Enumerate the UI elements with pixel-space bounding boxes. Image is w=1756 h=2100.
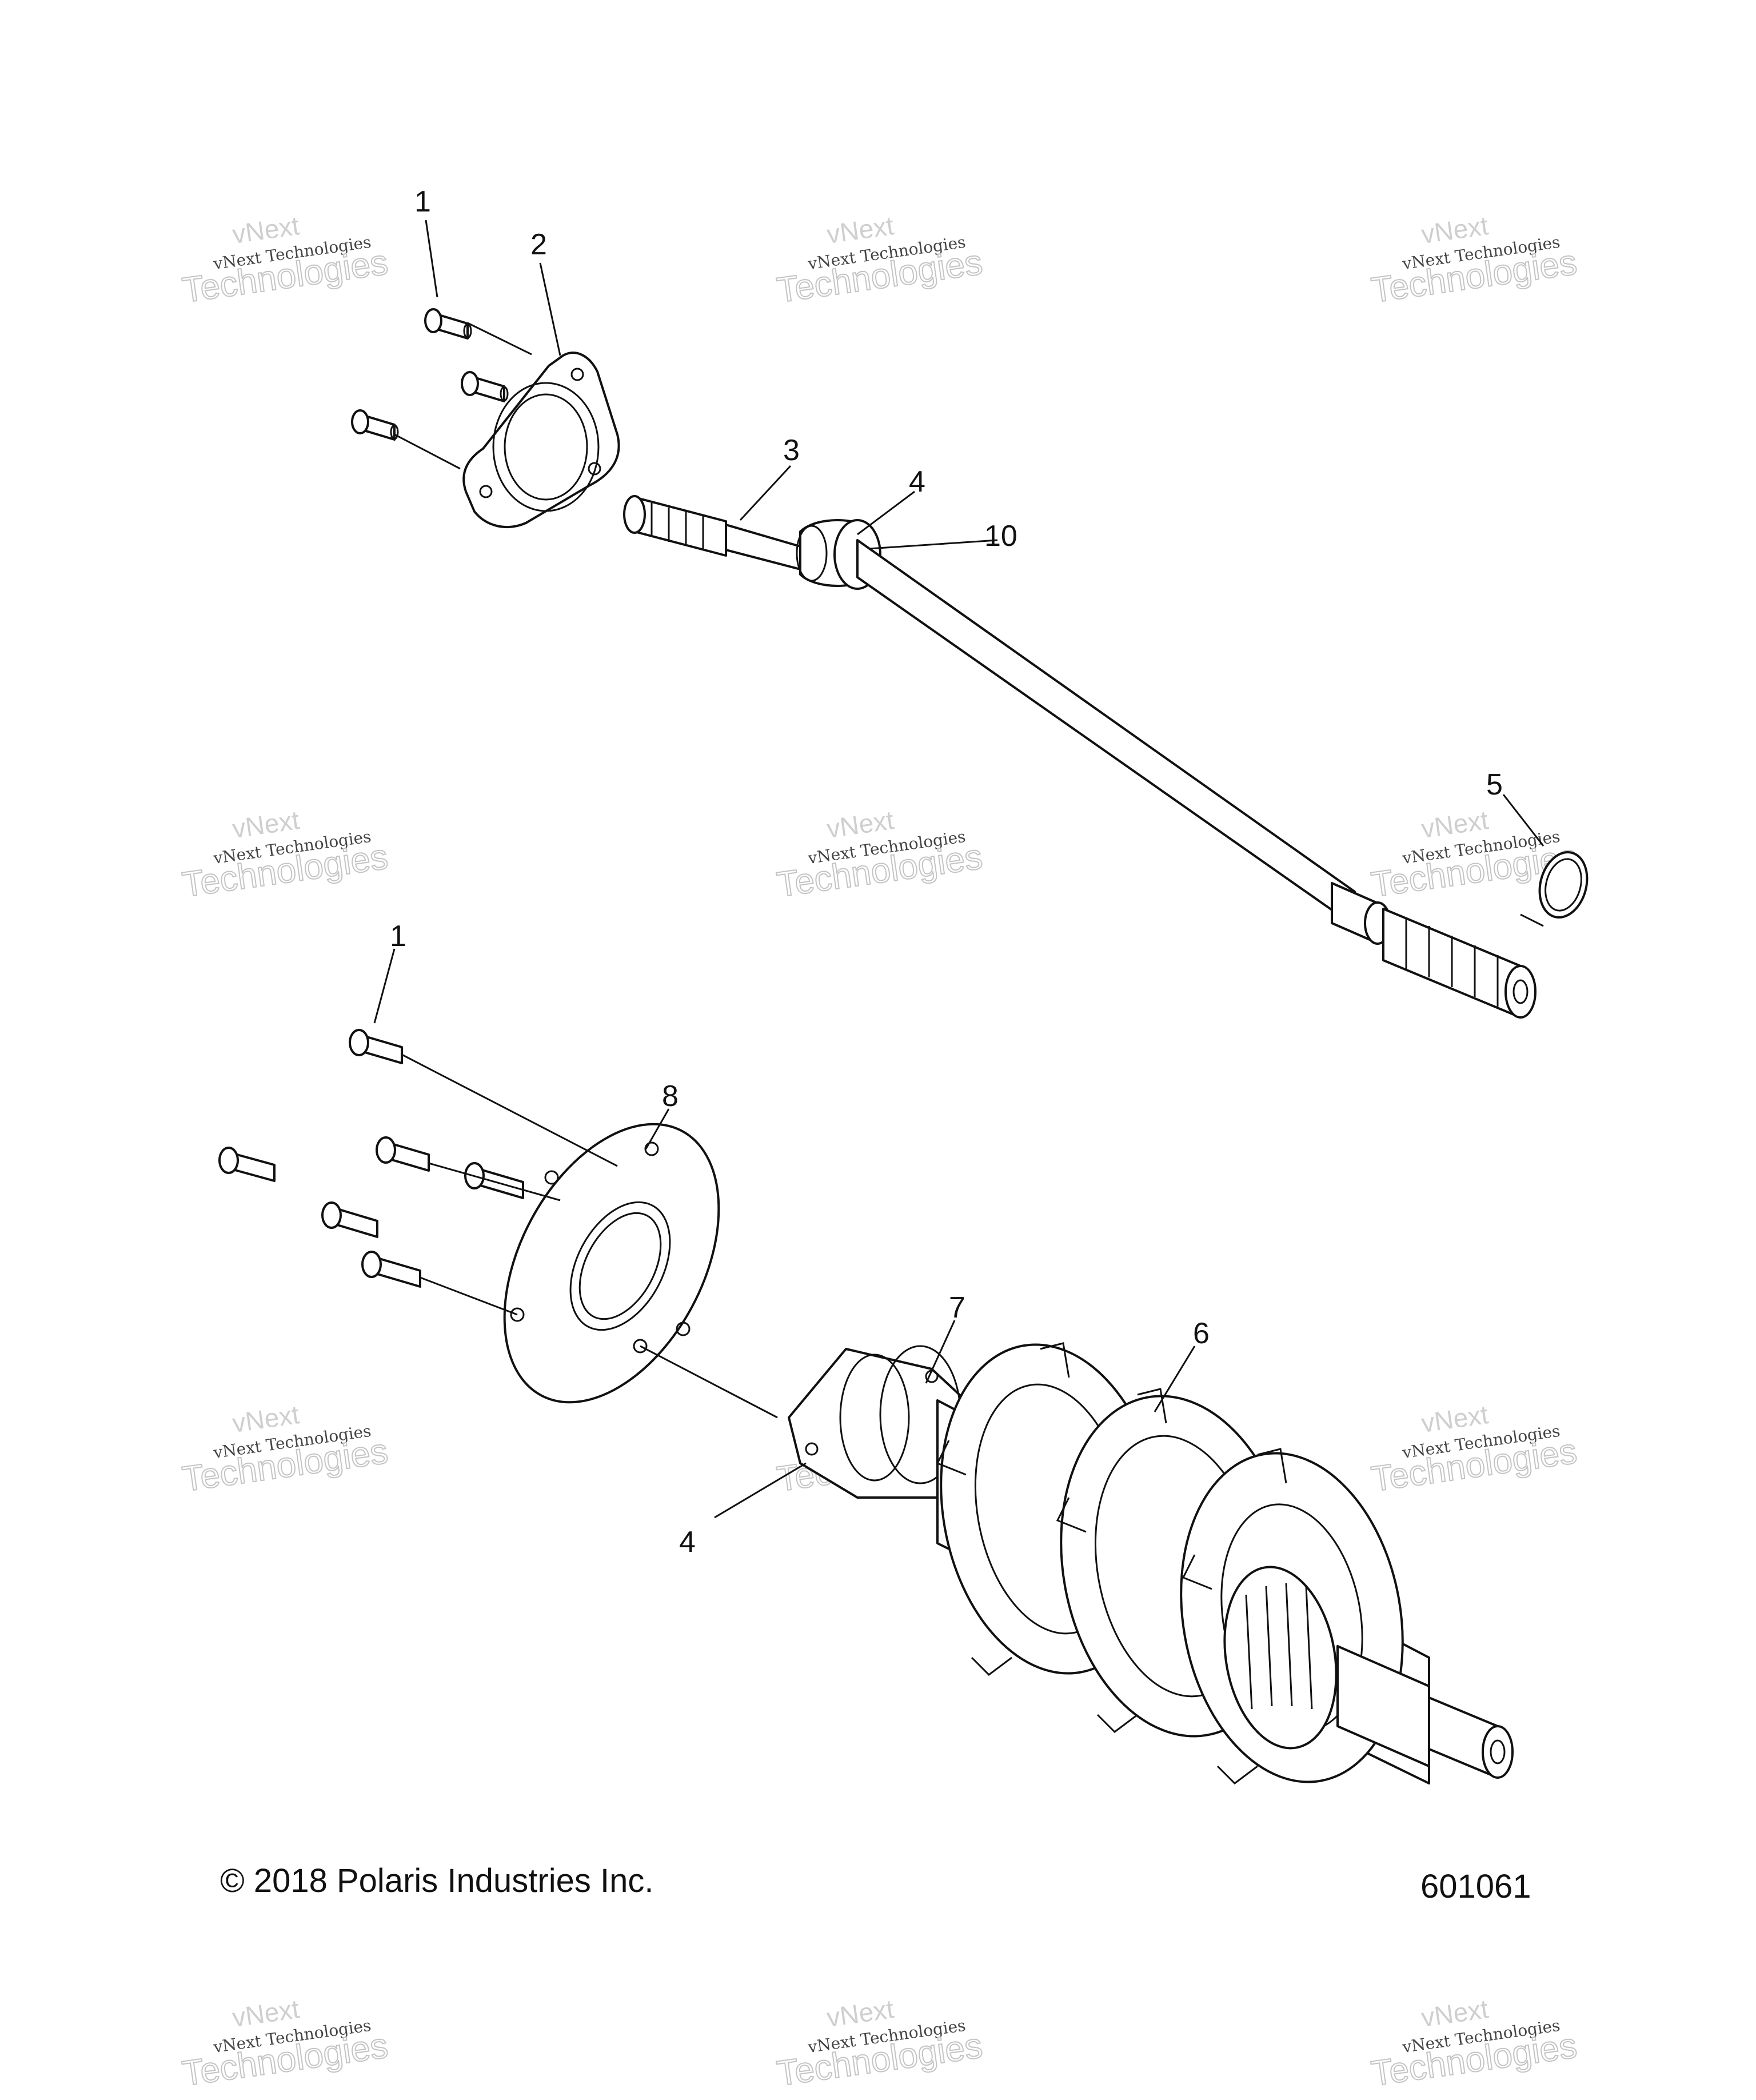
callout-6: 6 <box>1193 1317 1210 1350</box>
watermark: vNext vNext Technologies Technologies <box>1368 1994 1580 2094</box>
drawing-number: 601061 <box>1420 1868 1531 1905</box>
watermark: vNext vNext Technologies Technologies <box>774 210 985 311</box>
watermark: vNext vNext Technologies Technologies <box>179 1399 391 1500</box>
callout-5: 5 <box>1486 768 1503 801</box>
upper-bolt <box>461 371 509 402</box>
callout-2: 2 <box>530 228 547 261</box>
watermark: vNext vNext Technologies Technologies <box>774 805 985 905</box>
callout-10: 10 <box>984 520 1017 553</box>
lower-bolt <box>218 1147 276 1182</box>
callout-8: 8 <box>662 1080 679 1113</box>
watermark: vNext vNext Technologies Technologies <box>1368 1399 1580 1500</box>
lower-bolt <box>361 1251 421 1288</box>
upper-bolt <box>351 409 399 441</box>
callout-3: 3 <box>783 434 800 467</box>
drive-sprocket-assembly <box>936 1342 1514 1784</box>
callouts: 1 2 3 4 10 5 1 8 7 6 4 <box>390 185 1503 1559</box>
bearing-flange-plate <box>503 1123 720 1404</box>
bearing-retainer-plate <box>462 352 620 528</box>
output-shaft <box>623 495 1536 1019</box>
watermark: vNext vNext Technologies Technologies <box>1368 210 1580 311</box>
watermark: vNext vNext Technologies Technologies <box>774 1994 985 2094</box>
lower-bolt <box>376 1136 430 1172</box>
leader-lines <box>373 219 1545 1519</box>
callout-7: 7 <box>949 1291 965 1324</box>
snap-ring <box>1538 851 1589 919</box>
watermark: vNext vNext Technologies Technologies <box>179 1994 391 2094</box>
copyright-notice: © 2018 Polaris Industries Inc. <box>220 1862 653 1899</box>
watermark: vNext vNext Technologies Technologies <box>179 805 391 905</box>
callout-4-upper: 4 <box>909 465 925 498</box>
snap-ring-leader <box>1520 913 1544 927</box>
callout-1-lower: 1 <box>390 920 406 953</box>
lower-bolt <box>321 1201 378 1238</box>
lower-bolt <box>349 1029 403 1064</box>
callout-4-lower: 4 <box>679 1526 696 1559</box>
upper-bolt <box>424 308 472 340</box>
lower-bolt <box>464 1162 524 1199</box>
callout-1-upper: 1 <box>414 185 431 218</box>
watermark: vNext vNext Technologies Technologies <box>179 210 391 311</box>
